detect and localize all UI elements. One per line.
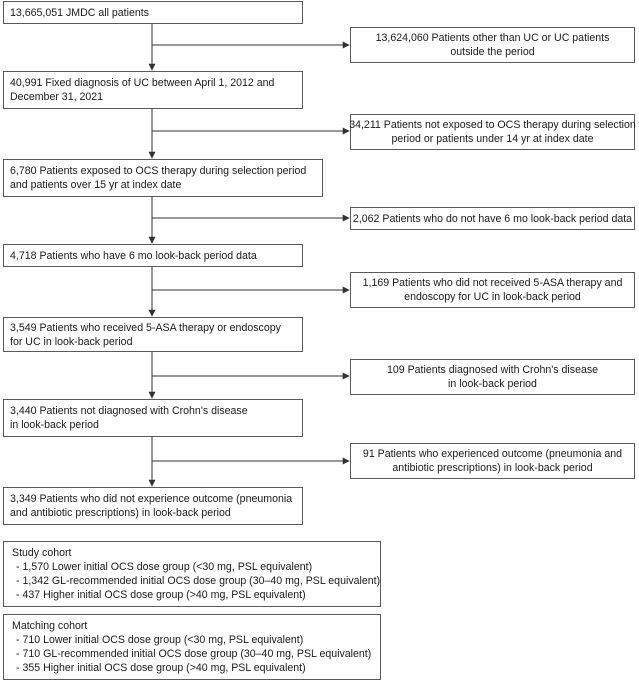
step-box-5: 3,549 Patients who received 5-ASA therap… bbox=[3, 317, 303, 352]
exclusion-4-line-2: endoscopy for UC in look-back period bbox=[404, 291, 581, 303]
step-5-line-2: for UC in look-back period bbox=[10, 335, 133, 348]
exclusion-4-line-1: 1,169 Patients who did not received 5-AS… bbox=[362, 277, 623, 289]
exclusion-6-line-2: antibiotic prescriptions) in look-back p… bbox=[392, 462, 593, 474]
step-2-line-1: 40,991 Fixed diagnosis of UC between Apr… bbox=[10, 77, 275, 89]
step-box-1: 13,665,051 JMDC all patients bbox=[3, 1, 303, 24]
exclusion-3-line-1: 2,062 Patients who do not have 6 mo look… bbox=[352, 212, 633, 225]
step-1-line-1: 13,665,051 JMDC all patients bbox=[10, 6, 149, 19]
step-7-line-2: and antibiotic prescriptions) in look-ba… bbox=[10, 507, 231, 519]
matching-cohort-item-1: - 710 Lower initial OCS dose group (<30 … bbox=[16, 634, 304, 646]
exclusion-5-line-2: in look-back period bbox=[448, 378, 537, 390]
exclusion-2-line-2: period or patients under 14 yr at index … bbox=[391, 133, 594, 145]
step-box-6: 3,440 Patients not diagnosed with Crohn'… bbox=[3, 399, 303, 437]
step-box-2: 40,991 Fixed diagnosis of UC between Apr… bbox=[3, 71, 303, 109]
study-cohort-item-2: - 1,342 GL-recommended initial OCS dose … bbox=[16, 575, 381, 587]
exclusion-box-1: 13,624,060 Patients other than UC or UC … bbox=[350, 27, 635, 63]
exclusion-1-line-1: 13,624,060 Patients other than UC or UC … bbox=[375, 32, 610, 44]
step-6-line-1: 3,440 Patients not diagnosed with Crohn'… bbox=[10, 405, 248, 417]
exclusion-2-line-1: 34,211 Patients not exposed to OCS thera… bbox=[349, 119, 636, 131]
exclusion-box-2: 34,211 Patients not exposed to OCS thera… bbox=[349, 114, 636, 150]
exclusion-box-5: 109 Patients diagnosed with Crohn's dise… bbox=[350, 359, 635, 395]
step-3-line-1: 6,780 Patients exposed to OCS therapy du… bbox=[10, 165, 307, 177]
step-7-line-1: 3,349 Patients who did not experience ou… bbox=[10, 493, 293, 505]
matching-cohort-title: Matching cohort bbox=[12, 620, 88, 632]
exclusion-1-line-2: outside the period bbox=[450, 46, 535, 58]
exclusion-5-line-1: 109 Patients diagnosed with Crohn's dise… bbox=[386, 364, 599, 376]
step-5-line-1: 3,549 Patients who received 5-ASA therap… bbox=[10, 321, 281, 334]
matching-cohort-item-2: - 710 GL-recommended initial OCS dose gr… bbox=[16, 648, 372, 660]
study-cohort-item-3: - 437 Higher initial OCS dose group (>40… bbox=[16, 589, 306, 601]
step-3-line-2: and patients over 15 yr at index date bbox=[10, 179, 182, 191]
step-2-line-2: December 31, 2021 bbox=[10, 91, 104, 103]
exclusion-box-4: 1,169 Patients who did not received 5-AS… bbox=[350, 272, 635, 308]
study-cohort-title: Study cohort bbox=[12, 547, 72, 559]
matching-cohort-item-3: - 355 Higher initial OCS dose group (>40… bbox=[16, 662, 306, 674]
exclusion-box-6: 91 Patients who experienced outcome (pne… bbox=[350, 443, 635, 479]
step-box-3: 6,780 Patients exposed to OCS therapy du… bbox=[3, 159, 323, 197]
matching-cohort-box: Matching cohort - 710 Lower initial OCS … bbox=[3, 614, 381, 680]
exclusion-box-3: 2,062 Patients who do not have 6 mo look… bbox=[350, 207, 635, 230]
step-6-line-2: in look-back period bbox=[10, 419, 99, 431]
study-cohort-box: Study cohort - 1,570 Lower initial OCS d… bbox=[3, 541, 381, 607]
exclusion-6-line-1: 91 Patients who experienced outcome (pne… bbox=[362, 448, 623, 460]
step-box-7: 3,349 Patients who did not experience ou… bbox=[3, 487, 303, 525]
step-4-line-1: 4,718 Patients who have 6 mo look-back p… bbox=[10, 249, 257, 262]
step-box-4: 4,718 Patients who have 6 mo look-back p… bbox=[3, 244, 303, 267]
study-cohort-item-1: - 1,570 Lower initial OCS dose group (<3… bbox=[16, 561, 313, 573]
